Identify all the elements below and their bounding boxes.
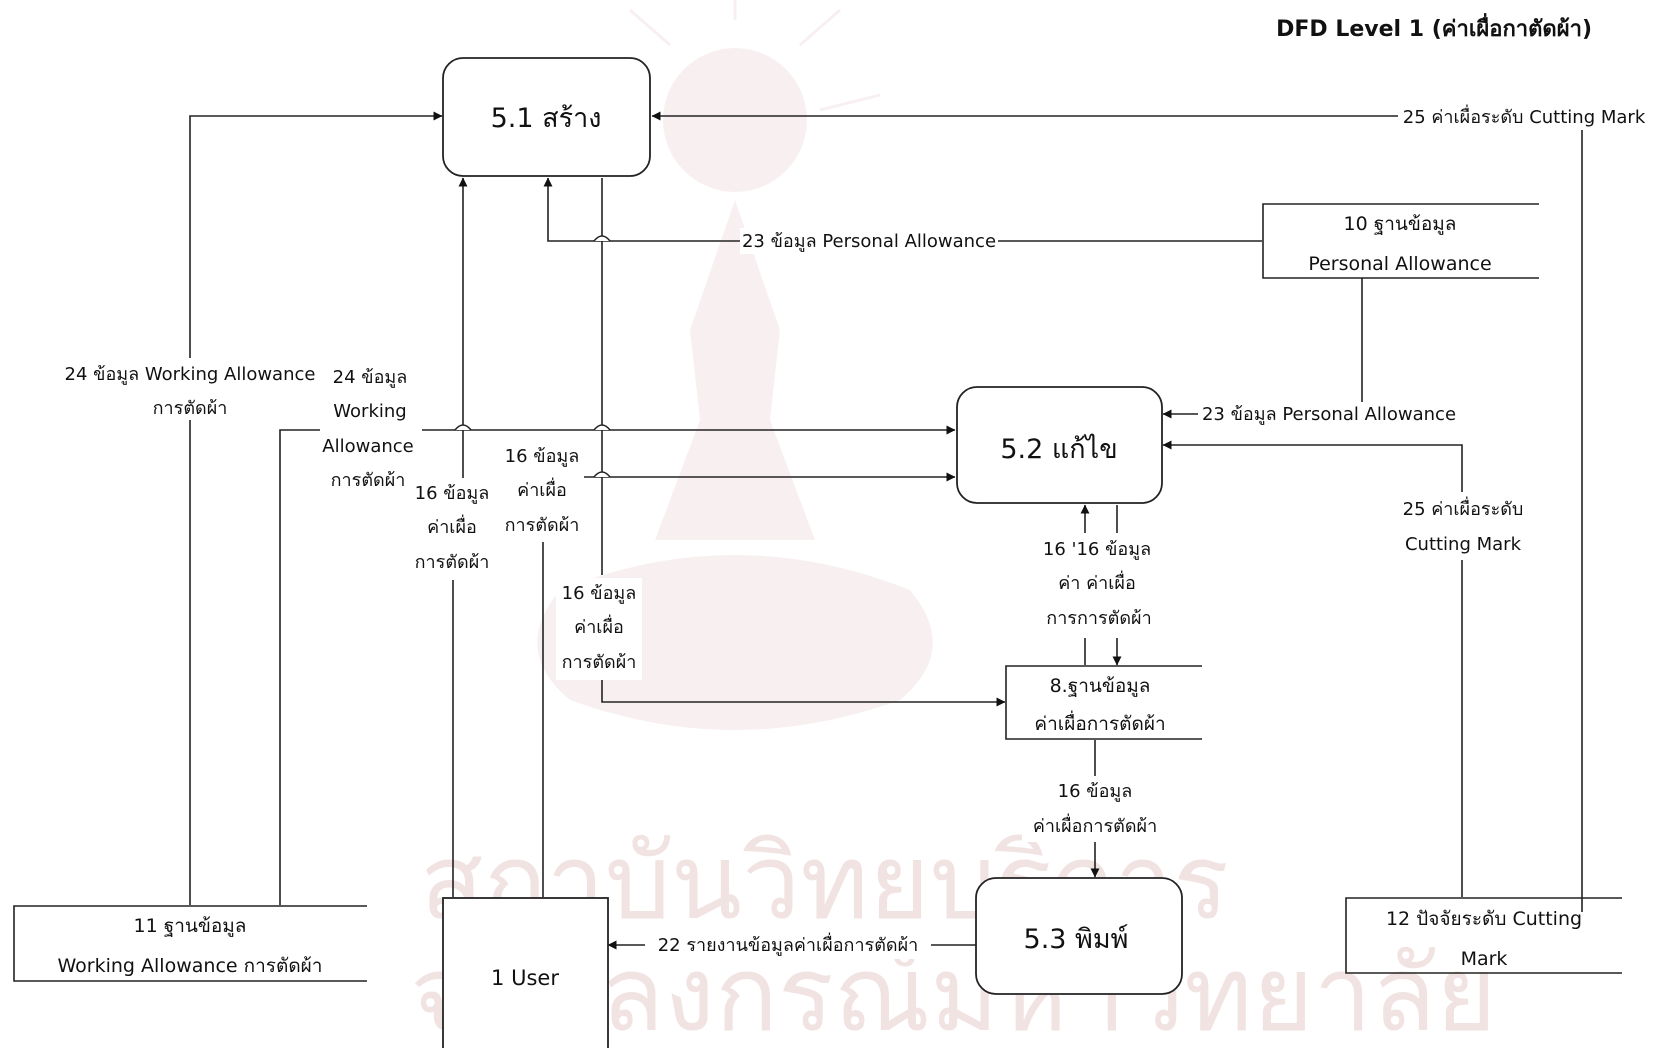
store-8-line-1: 8.ฐานข้อมูล bbox=[1050, 675, 1151, 697]
flow-23-right-text: 23 ข้อมูล Personal Allowance bbox=[1202, 404, 1456, 425]
store-10-line-1: 10 ฐานข้อมูล bbox=[1344, 213, 1457, 235]
flow-25-right-text-1: 25 ค่าเผื่อระดับ bbox=[1403, 496, 1524, 520]
flow-16-b-text-1: 16 ข้อมูล bbox=[505, 446, 580, 467]
flow-24-mid-text-2: Working bbox=[333, 401, 406, 422]
flow-24-left-label: 24 ข้อมูล Working Allowance การตัดผ้า bbox=[62, 358, 320, 420]
flow-25-top-label: 25 ค่าเผื่อระดับ Cutting Mark bbox=[1398, 104, 1650, 130]
flow-22-text: 22 รายงานข้อมูลค่าเผื่อการตัดผ้า bbox=[658, 932, 919, 956]
flow-16-user-to-52-line bbox=[542, 477, 955, 897]
process-5-3[interactable]: 5.3 พิมพ์ bbox=[975, 877, 1183, 995]
flow-24-left-line bbox=[189, 111, 443, 905]
store-11-line-2: Working Allowance การตัดผ้า bbox=[58, 955, 323, 977]
flow-24-mid-text-1: 24 ข้อมูล bbox=[333, 367, 408, 388]
flow-25-right-line bbox=[1163, 445, 1463, 897]
flow-25-top-text: 25 ค่าเผื่อระดับ Cutting Mark bbox=[1403, 104, 1646, 128]
flow-16-c-text-3: การตัดผ้า bbox=[562, 652, 637, 673]
flow-24-mid-line bbox=[279, 425, 956, 905]
store-12-line-1: 12 ปัจจัยระดับ Cutting bbox=[1386, 908, 1582, 930]
flow-23-right-line bbox=[1162, 278, 1363, 419]
process-5-1[interactable]: 5.1 สร้าง bbox=[442, 57, 651, 177]
flow-22-label: 22 รายงานข้อมูลค่าเผื่อการตัดผ้า bbox=[645, 932, 931, 959]
entity-user-label: 1 User bbox=[491, 966, 559, 990]
store-8-line-2: ค่าเผื่อการตัดผ้า bbox=[1034, 710, 1165, 735]
flow-23-top-line bbox=[543, 177, 1262, 242]
flow-16-c-text-1: 16 ข้อมูล bbox=[562, 583, 637, 604]
flow-16-store-label: 16 ข้อมูล ค่าเผื่อการตัดผ้า bbox=[1022, 776, 1170, 842]
entity-user[interactable]: 1 User bbox=[442, 897, 609, 1048]
flow-16-b-text-3: การตัดผ้า bbox=[505, 515, 580, 536]
flow-16-pair-label: 16 '16 ข้อมูล ค่า ค่าเผื่อ การการตัดผ้า bbox=[1036, 533, 1164, 637]
store-12[interactable]: 12 ปัจจัยระดับ Cutting Mark bbox=[1345, 897, 1622, 974]
store-11-line-1: 11 ฐานข้อมูล bbox=[134, 915, 247, 937]
flow-24-mid-label: 24 ข้อมูล Working Allowance การตัดผ้า bbox=[320, 362, 422, 498]
store-10-line-2: Personal Allowance bbox=[1308, 253, 1491, 275]
process-5-2[interactable]: 5.2 แก้ไข bbox=[956, 386, 1163, 504]
flow-16-pair-text-3: การการตัดผ้า bbox=[1046, 608, 1151, 629]
flow-23-right-label: 23 ข้อมูล Personal Allowance bbox=[1198, 402, 1460, 428]
flow-25-right-text-2: Cutting Mark bbox=[1405, 534, 1522, 555]
flow-16-c-text-2: ค่าเผื่อ bbox=[574, 614, 624, 638]
flow-23-top-label: 23 ข้อมูล Personal Allowance bbox=[740, 228, 998, 254]
store-12-line-2: Mark bbox=[1461, 948, 1508, 970]
flow-24-left-text-1: 24 ข้อมูล Working Allowance bbox=[65, 364, 316, 385]
process-5-1-label: 5.1 สร้าง bbox=[491, 103, 602, 134]
flow-16-pair-text-2: ค่า ค่าเผื่อ bbox=[1058, 570, 1136, 594]
diagram-title: DFD Level 1 (ค่าเผื่อกาตัดผ้า) bbox=[1276, 12, 1592, 42]
flow-16-c-label: 16 ข้อมูล ค่าเผื่อ การตัดผ้า bbox=[556, 578, 642, 680]
flow-16-store-text-1: 16 ข้อมูล bbox=[1058, 781, 1133, 802]
flow-16-store-text-2: ค่าเผื่อการตัดผ้า bbox=[1033, 813, 1157, 837]
flow-16-b-label: 16 ข้อมูล ค่าเผื่อ การตัดผ้า bbox=[498, 440, 584, 542]
flow-16-a-text-3: การตัดผ้า bbox=[415, 552, 490, 573]
store-8[interactable]: 8.ฐานข้อมูล ค่าเผื่อการตัดผ้า bbox=[1005, 665, 1202, 740]
flow-16-a-text-1: 16 ข้อมูล bbox=[415, 483, 490, 504]
flow-23-top-text: 23 ข้อมูล Personal Allowance bbox=[742, 231, 996, 252]
flow-16-b-text-2: ค่าเผื่อ bbox=[517, 477, 567, 501]
flow-16-a-text-2: ค่าเผื่อ bbox=[427, 514, 477, 538]
flow-16-pair-text-1: 16 '16 ข้อมูล bbox=[1043, 539, 1151, 560]
line-crossings bbox=[454, 235, 611, 478]
flow-16-a-label: 16 ข้อมูล ค่าเผื่อ การตัดผ้า bbox=[408, 478, 494, 580]
flow-24-left-text-2: การตัดผ้า bbox=[153, 398, 228, 419]
flow-24-mid-text-3: Allowance bbox=[322, 436, 413, 457]
process-5-3-label: 5.3 พิมพ์ bbox=[1024, 923, 1129, 955]
process-5-2-label: 5.2 แก้ไข bbox=[1000, 434, 1117, 465]
store-11[interactable]: 11 ฐานข้อมูล Working Allowance การตัดผ้า bbox=[13, 905, 367, 982]
flow-25-right-label: 25 ค่าเผื่อระดับ Cutting Mark bbox=[1394, 494, 1530, 560]
store-10[interactable]: 10 ฐานข้อมูล Personal Allowance bbox=[1262, 203, 1539, 279]
flow-24-mid-text-4: การตัดผ้า bbox=[331, 470, 406, 491]
